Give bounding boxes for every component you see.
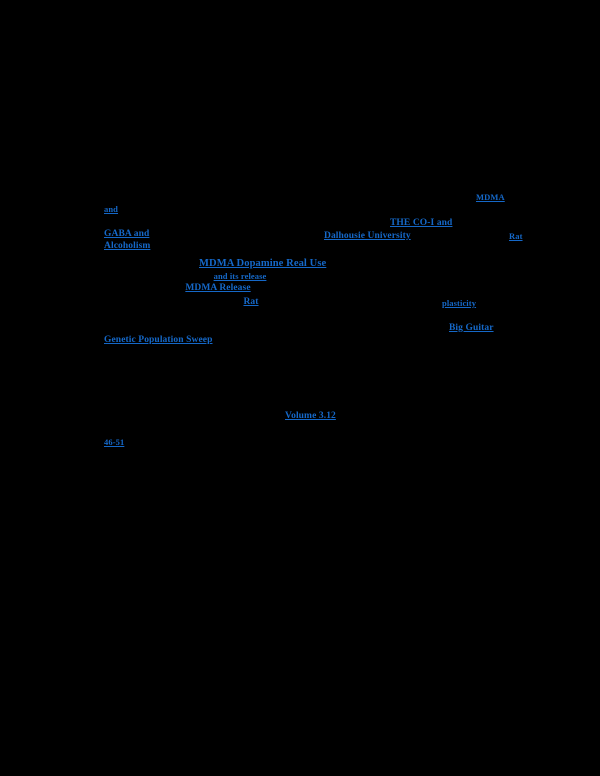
link-volume[interactable]: Volume 3.12 [285, 411, 336, 421]
link-gaba-line-2: Alcoholism [104, 241, 151, 252]
link-gaba-line-1: GABA and [104, 229, 150, 239]
link-mdma-line-3[interactable]: MDMA Release [185, 283, 251, 293]
link-plasticity[interactable]: plasticity [442, 298, 477, 308]
link-gaba-alcoholism[interactable]: GABA and Alcoholism [104, 228, 150, 252]
link-top-right-short[interactable]: MDMA [476, 192, 505, 202]
link-dalhousie-university[interactable]: Dalhousie University [324, 231, 411, 241]
link-big-guitar[interactable]: Big Guitar [449, 323, 494, 333]
link-and-fragment[interactable]: and [104, 204, 119, 214]
link-the-coi-and[interactable]: THE CO-I and [390, 218, 453, 228]
link-mdma-title[interactable]: MDMA Dopamine Real Use [199, 258, 327, 269]
link-page-range[interactable]: 46-51 [104, 437, 125, 447]
link-mdma-line-2[interactable]: and its release [213, 271, 267, 281]
link-mdma-line-4[interactable]: Rat [243, 297, 259, 307]
link-right-edge-short[interactable]: Rat [509, 231, 523, 241]
link-genetic-population-sweep[interactable]: Genetic Population Sweep [104, 335, 213, 345]
